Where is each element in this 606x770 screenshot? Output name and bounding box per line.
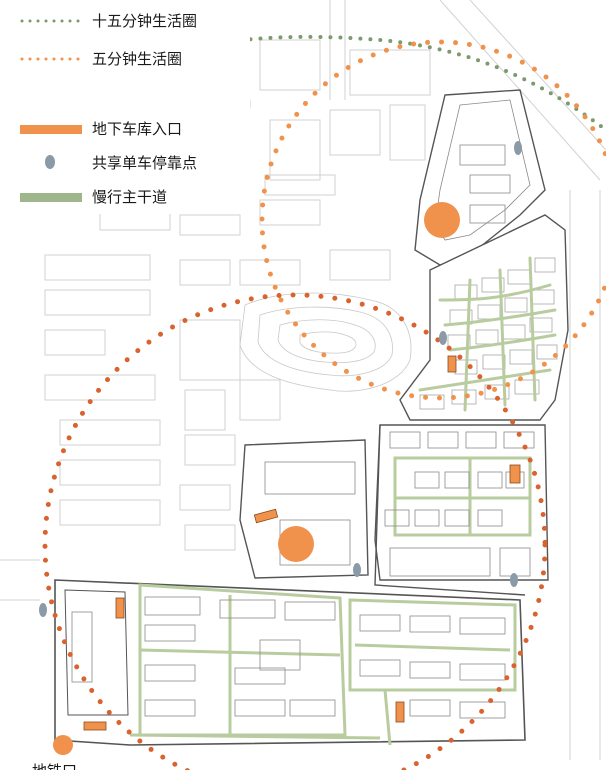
- east-village: [399, 214, 569, 421]
- legend-label-slow-path: 慢行主干道: [92, 188, 167, 206]
- five-minute-circle-metro: [42, 292, 548, 770]
- garage-entrance: [395, 701, 405, 723]
- legend-slow-path-symbol: [20, 193, 82, 202]
- slow-traffic-main-path: [374, 424, 526, 596]
- garage-entrance: [509, 464, 521, 484]
- garage-entrance: [253, 508, 279, 524]
- bike-stop: [514, 141, 522, 155]
- activity-centre-central: [278, 526, 314, 562]
- five-minute-circle-north: [259, 39, 606, 401]
- legend: 十五分钟生活圈 五分钟生活圈 地下车库入口 共享单车停靠点 慢行主干道: [0, 0, 250, 214]
- garage-entrance: [447, 355, 457, 373]
- legend-label-fifteen-minute: 十五分钟生活圈: [92, 12, 197, 30]
- legend-label-bike: 共享单车停靠点: [92, 154, 197, 172]
- legend-label-garage: 地下车库入口: [92, 120, 182, 138]
- metro-entrance-label: 地铁口: [32, 762, 77, 770]
- activity-centre-north: [424, 202, 460, 238]
- central-block: [239, 439, 369, 579]
- south-parcel: [54, 579, 526, 746]
- garage-entrance: [83, 721, 107, 731]
- bike-stops: [39, 141, 522, 617]
- bike-stop: [510, 573, 518, 587]
- central-park: [239, 292, 412, 392]
- east-grid-block: [374, 424, 549, 581]
- legend-label-five-minute: 五分钟生活圈: [92, 50, 182, 68]
- legend-bike-symbol: [45, 155, 55, 169]
- bike-stop: [39, 603, 47, 617]
- garage-entrances: [83, 355, 521, 731]
- garage-entrance: [115, 597, 125, 619]
- bike-stop: [439, 331, 447, 345]
- legend-garage-symbol: [20, 125, 82, 134]
- bike-stop: [353, 563, 361, 577]
- metro-station-dot: [53, 735, 73, 755]
